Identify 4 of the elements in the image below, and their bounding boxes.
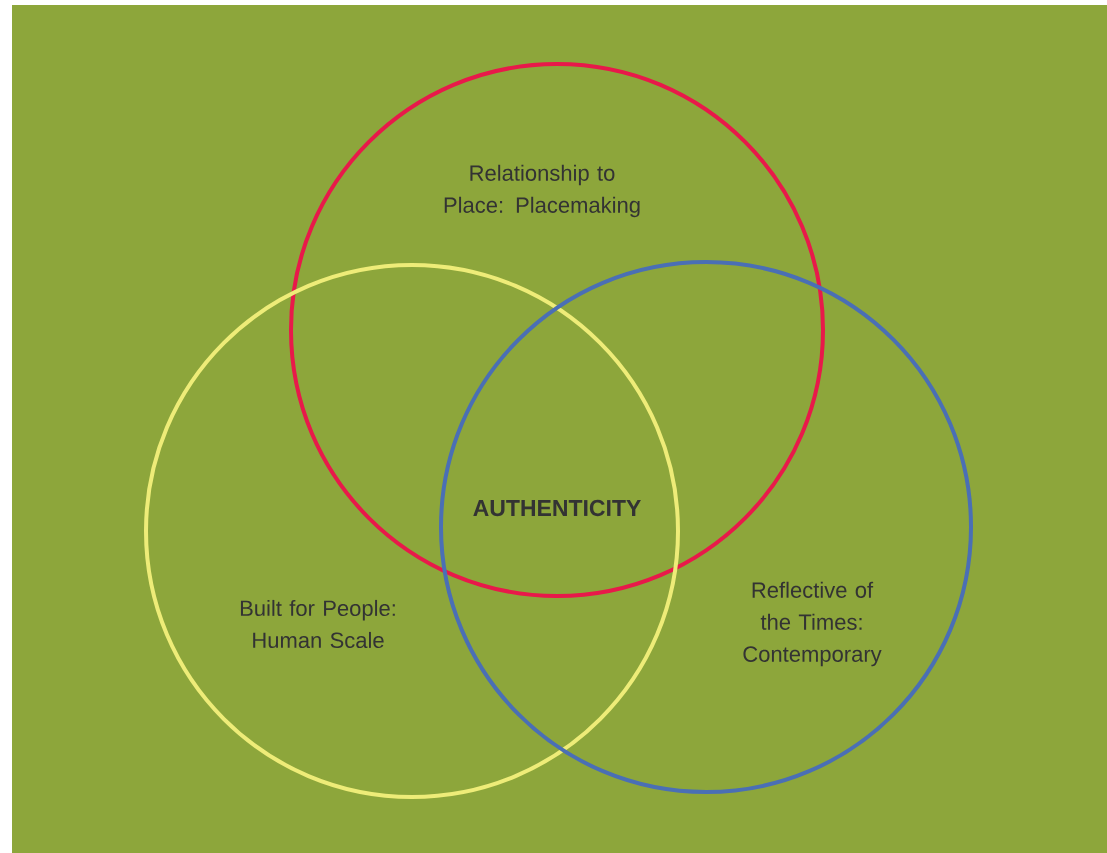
- circle-label: Relationship to Place: Placemaking: [444, 164, 640, 218]
- circle-label: Built for People: Human Scale: [240, 599, 395, 649]
- center-label: AUTHENTICITY: [473, 499, 641, 517]
- circle-label: Reflective of the Times: Contemporary: [743, 581, 882, 667]
